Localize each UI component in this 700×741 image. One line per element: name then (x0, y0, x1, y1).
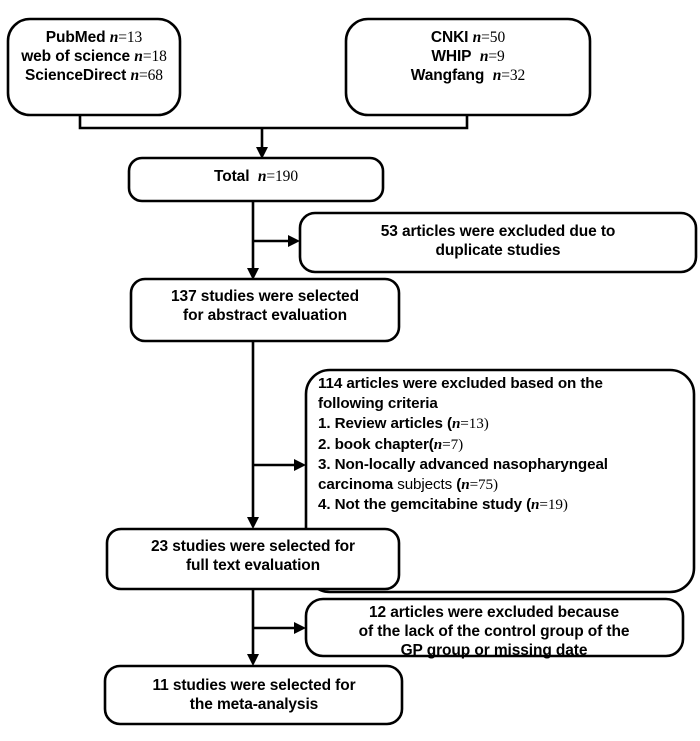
chinese-databases-box-label: CNKI n=50 WHIP n=9 Wangfang n=32 (346, 29, 590, 86)
excluded-duplicates-box-shape (298, 211, 698, 274)
excluded-control-line2: of the lack of the control group of the (358, 622, 630, 640)
excluded-criteria-item-4: 4. Not the gemcitabine study (n=19) (318, 496, 568, 514)
italic-n-symbol: n (109, 29, 119, 46)
fulltext-evaluation-line2: full text evaluation (185, 556, 321, 574)
excluded-duplicates-line1: 53 articles were excluded due to (380, 223, 616, 240)
source-line-pubmed: PubMed n=13 (45, 29, 143, 46)
excluded-control-line3: GP group or missing date (400, 641, 588, 659)
italic-n-symbol: n (492, 66, 502, 84)
italic-n-symbol: n (130, 66, 139, 84)
source-line-cnki: CNKI n=50 (430, 29, 506, 46)
connector-sources-merge (78, 115, 469, 130)
total-records-box-shape (127, 156, 385, 203)
arrowhead-to-fulltext (247, 517, 259, 529)
abstract-evaluation-line1: 137 studies were selected (171, 288, 359, 305)
source-line-webofscience: web of science n=18 (21, 47, 167, 65)
international-databases-box-label: PubMed n=13 web of science n=18 ScienceD… (8, 29, 180, 86)
arrowhead-to-final (247, 654, 259, 666)
arrowhead-to-total (256, 147, 268, 159)
italic-n-symbol: n (433, 435, 443, 453)
excluded-criteria-box-shape (304, 368, 696, 594)
italic-n-symbol: n (472, 29, 482, 46)
excluded-control-line1: 12 articles were excluded because (368, 604, 619, 621)
italic-n-symbol: n (134, 47, 143, 65)
arrowhead-to-control (294, 622, 306, 634)
excluded-criteria-heading1: 114 articles were excluded based on the (318, 375, 603, 392)
italic-n-symbol: n (461, 476, 470, 494)
arrowhead-to-duplicates (288, 235, 300, 247)
excluded-criteria-item-2: 2. book chapter(n=7) (318, 435, 464, 453)
fulltext-evaluation-line1: 23 studies were selected for (151, 538, 355, 555)
final-included-box-label: 11 studies were selected for the meta-an… (107, 677, 401, 715)
excluded-criteria-item-3: 3. Non-locally advanced nasopharyngeal (318, 455, 608, 473)
abstract-evaluation-box-label: 137 studies were selected for abstract e… (131, 288, 399, 326)
italic-n-symbol: n (479, 47, 489, 65)
international-databases-box-shape (6, 17, 182, 117)
abstract-evaluation-box-shape (129, 277, 401, 343)
source-line-whip: WHIP n=9 (431, 47, 505, 65)
italic-n-symbol: n (451, 415, 461, 433)
source-line-wangfang: Wangfang n=32 (410, 66, 526, 84)
final-included-line1: 11 studies were selected for (152, 677, 356, 694)
final-included-box-shape (103, 664, 404, 726)
excluded-duplicates-line2: duplicate studies (435, 241, 561, 259)
excluded-criteria-item-1: 1. Review articles (n=13) (318, 415, 489, 433)
arrowhead-to-abstract (247, 268, 259, 280)
abstract-evaluation-line2: for abstract evaluation (183, 306, 347, 324)
excluded-duplicates-box-label: 53 articles were excluded due to duplica… (300, 223, 696, 261)
total-records-box-label: Total n=190 (214, 168, 298, 185)
excluded-control-group-box-label: 12 articles were excluded because of the… (310, 604, 678, 661)
excluded-criteria-box-label: 114 articles were excluded based on the … (318, 374, 692, 516)
excluded-control-group-box-shape (304, 597, 685, 658)
italic-n-symbol: n (531, 496, 540, 514)
arrowhead-to-criteria (294, 459, 306, 471)
source-line-sciencedirect: ScienceDirect n=68 (25, 66, 163, 84)
final-included-line2: the meta-analysis (189, 695, 319, 713)
excluded-criteria-item-3-cont: carcinoma subjects (n=75) (318, 476, 498, 494)
fulltext-evaluation-box-label: 23 studies were selected for full text e… (107, 538, 399, 576)
italic-n-symbol: n (257, 168, 267, 185)
excluded-criteria-heading2: following criteria (318, 395, 438, 413)
